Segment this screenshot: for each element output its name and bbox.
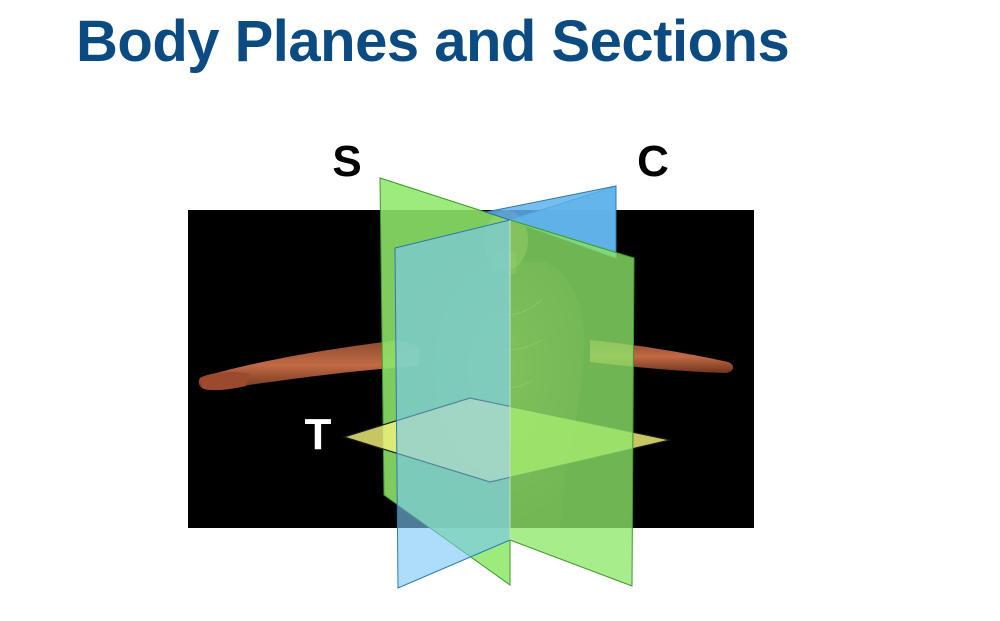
left-arm xyxy=(198,340,420,391)
label-sagittal: S xyxy=(332,137,361,186)
sagittal-plane-front xyxy=(509,219,635,587)
left-hand xyxy=(200,371,250,391)
coronal-plane-front xyxy=(394,219,511,589)
label-coronal: C xyxy=(637,137,669,186)
label-transverse: T xyxy=(305,410,332,459)
page-title: Body Planes and Sections xyxy=(76,9,790,74)
